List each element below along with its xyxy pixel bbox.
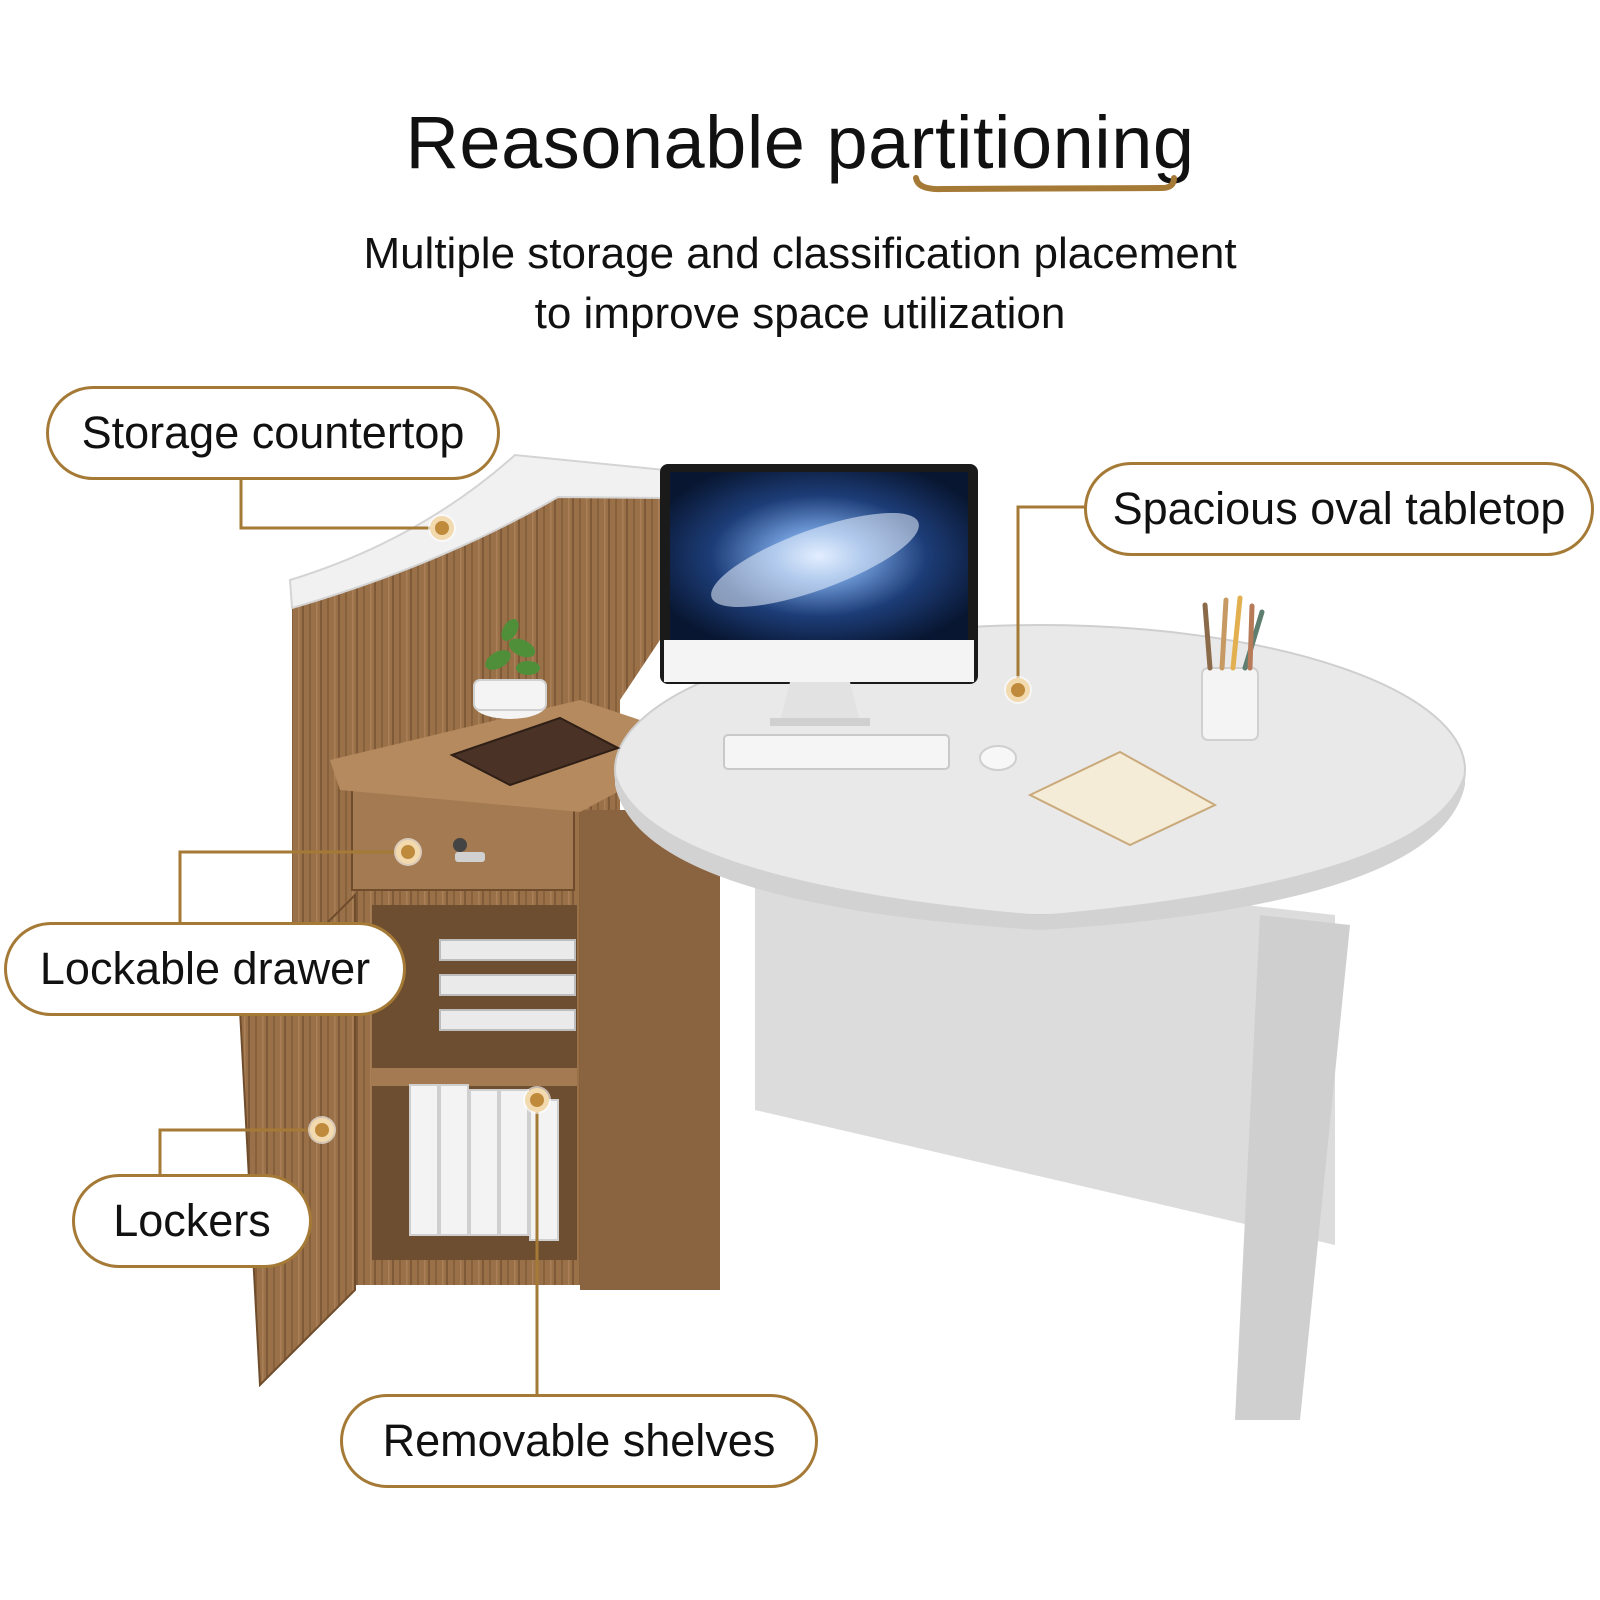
open-notebook: [1027, 750, 1218, 847]
callout-label: Storage countertop: [81, 407, 465, 458]
subtitle-line-1: Multiple storage and classification plac…: [363, 229, 1237, 278]
subtitle-line-2: to improve space utilization: [534, 289, 1066, 338]
marker-dot-drawer: [396, 840, 420, 864]
book-on-shelf: [449, 716, 621, 787]
marker-dot-countertop: [430, 516, 454, 540]
callout-label: Removable shelves: [382, 1415, 776, 1466]
callout-lockable-drawer: Lockable drawer: [4, 922, 406, 1016]
pen-cup: [1201, 595, 1265, 741]
marker-dot-lockers: [310, 1118, 334, 1142]
callout-removable-shelves: Removable shelves: [340, 1394, 818, 1488]
callout-label: Spacious oval tabletop: [1112, 483, 1566, 534]
keyboard: [723, 734, 950, 770]
leader-lines: [158, 478, 1085, 1395]
callout-label: Lockers: [113, 1195, 271, 1246]
marker-dot-shelves: [525, 1088, 549, 1112]
callout-label: Lockable drawer: [39, 943, 371, 994]
title-underline-accent: [913, 175, 1177, 193]
callout-storage-countertop: Storage countertop: [46, 386, 500, 480]
monitor: [660, 464, 978, 726]
potted-plant: [473, 619, 547, 719]
callout-lockers: Lockers: [72, 1174, 312, 1268]
mouse: [979, 745, 1017, 771]
table-modesty-panel: [755, 850, 1350, 1420]
page-title: Reasonable partitioning: [405, 101, 1195, 184]
marker-dot-tabletop: [1006, 678, 1030, 702]
callout-spacious-oval-tabletop: Spacious oval tabletop: [1084, 462, 1594, 556]
